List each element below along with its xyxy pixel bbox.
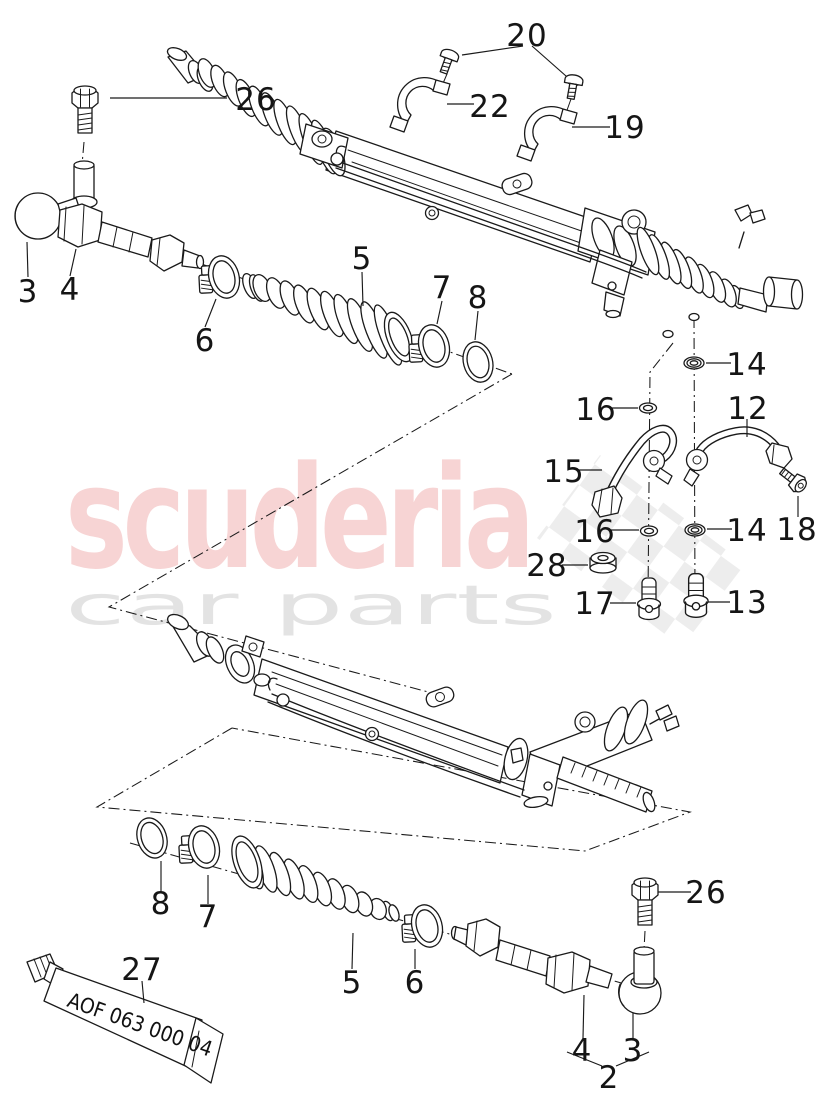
mount-hardware bbox=[389, 46, 585, 162]
grommet-28-part bbox=[589, 551, 617, 574]
callout-3-top: 3 bbox=[18, 274, 39, 310]
pipe-15-part bbox=[591, 424, 678, 518]
hydraulic-pipes-group bbox=[589, 356, 807, 621]
clamp-22-part bbox=[389, 76, 451, 133]
callout-7-bottom: 7 bbox=[198, 899, 219, 935]
screw-20b-part bbox=[561, 72, 585, 101]
leader-lines bbox=[26, 45, 799, 1067]
callout-8-top: 8 bbox=[468, 280, 489, 316]
callout-7-top: 7 bbox=[432, 270, 453, 306]
bolt-18-part bbox=[779, 467, 807, 493]
tie-rod-group-top bbox=[14, 85, 498, 387]
screw-20a-part bbox=[434, 46, 461, 77]
callout-16-upper: 16 bbox=[575, 392, 616, 428]
clamp-7-top-part bbox=[401, 320, 455, 375]
callout-16-lower: 16 bbox=[574, 514, 615, 550]
washer-14-lower-part bbox=[684, 523, 706, 537]
ring-8-top-part bbox=[458, 337, 498, 387]
watermark-subtitle: car parts bbox=[65, 574, 557, 637]
washer-14-upper-part bbox=[683, 356, 705, 370]
callout-17: 17 bbox=[574, 586, 615, 622]
callout-20: 20 bbox=[506, 18, 547, 54]
steering-rack-top-illustration bbox=[166, 47, 804, 339]
boot-group-bottom bbox=[131, 813, 448, 955]
clamp-19-part bbox=[516, 105, 578, 162]
callout-26-top: 26 bbox=[235, 82, 276, 118]
callout-14-upper: 14 bbox=[726, 347, 767, 383]
clamp-6-bottom-part bbox=[394, 900, 448, 955]
tie-rod-group-bottom bbox=[450, 877, 662, 1015]
boot-5-top-part bbox=[242, 273, 415, 366]
callout-2: 2 bbox=[599, 1060, 620, 1096]
callout-6-bottom: 6 bbox=[405, 965, 426, 1001]
callout-14-lower: 14 bbox=[726, 513, 767, 549]
washer-16-upper-part bbox=[638, 402, 658, 414]
callout-8-bottom: 8 bbox=[151, 886, 172, 922]
steering-rack-bottom-illustration bbox=[167, 613, 680, 813]
callout-5-top: 5 bbox=[352, 241, 373, 277]
bolt-26-top-part bbox=[71, 85, 99, 134]
callout-12: 12 bbox=[727, 391, 768, 427]
callout-15: 15 bbox=[543, 454, 584, 490]
tie-rod-4-bottom-part bbox=[545, 951, 591, 994]
callout-18: 18 bbox=[776, 512, 817, 548]
callout-labels: 26 20 22 19 3 4 6 5 7 8 14 16 12 15 18 1… bbox=[18, 18, 817, 1096]
callout-4-bottom: 4 bbox=[572, 1033, 593, 1069]
callout-6-top: 6 bbox=[195, 323, 216, 359]
pipe-12-part bbox=[683, 426, 793, 487]
callout-26-bottom: 26 bbox=[685, 875, 726, 911]
ring-8-bottom-part bbox=[131, 813, 173, 863]
callout-27: 27 bbox=[121, 952, 162, 988]
callout-13: 13 bbox=[726, 585, 767, 621]
callout-5-bottom: 5 bbox=[342, 965, 363, 1001]
boot-5-bottom-part bbox=[231, 835, 400, 922]
tie-rod-end-3-top-part bbox=[14, 192, 62, 240]
callout-22: 22 bbox=[469, 89, 510, 125]
callout-3-bottom: 3 bbox=[623, 1033, 644, 1069]
washer-16-lower-part bbox=[639, 525, 659, 537]
callout-28: 28 bbox=[526, 548, 567, 584]
callout-4-top: 4 bbox=[60, 272, 81, 308]
watermark-brand: scuderia bbox=[65, 435, 530, 600]
bolt-26-bottom-part bbox=[631, 877, 659, 926]
callout-19: 19 bbox=[604, 110, 645, 146]
